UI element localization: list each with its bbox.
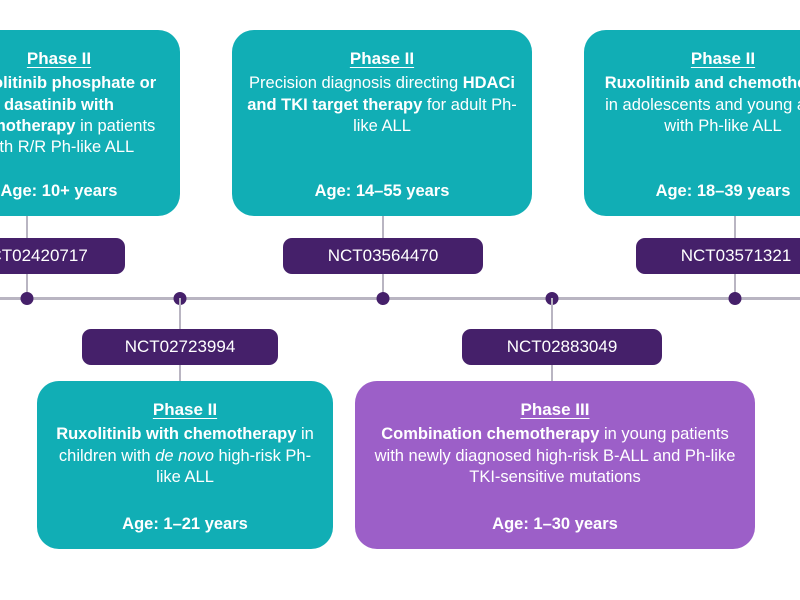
phase-label: Phase II: [152, 400, 218, 419]
trial-card-body: Phase II Ruxolitinib phosphate or dasati…: [0, 48, 166, 159]
age-label: Age: 14–55 years: [314, 181, 450, 200]
trial-card-body: Phase II Ruxolitinib and chemotherapy in…: [598, 48, 800, 137]
age-label: Age: 18–39 years: [655, 181, 791, 200]
trial-card-nct03571321[interactable]: Phase II Ruxolitinib and chemotherapy in…: [584, 30, 800, 216]
trial-card-body: Phase III Combination chemotherapy in yo…: [369, 399, 741, 488]
trial-card-nct02723994[interactable]: Phase II Ruxolitinib with chemotherapy i…: [37, 381, 333, 549]
trial-description: Ruxolitinib phosphate or dasatinib with …: [0, 74, 157, 157]
trial-card-body: Phase II Precision diagnosis directing H…: [246, 48, 518, 137]
trial-description: Combination chemotherapy in young patien…: [374, 425, 736, 486]
age-label: Age: 10+ years: [0, 181, 118, 200]
phase-label: Phase II: [26, 49, 92, 68]
phase-label: Phase II: [690, 49, 756, 68]
trial-description: Ruxolitinib and chemotherapy in adolesce…: [604, 74, 800, 135]
nct-badge-nct03571321[interactable]: NCT03571321: [636, 238, 800, 274]
timeline-axis: [0, 297, 800, 300]
timeline-node[interactable]: [728, 292, 742, 305]
trial-card-nct02420717[interactable]: Phase II Ruxolitinib phosphate or dasati…: [0, 30, 180, 216]
phase-label: Phase III: [520, 400, 590, 419]
phase-label: Phase II: [349, 49, 415, 68]
trial-description: Ruxolitinib with chemotherapy in childre…: [56, 425, 314, 486]
timeline-node[interactable]: [20, 292, 34, 305]
age-label: Age: 1–30 years: [492, 514, 618, 533]
nct-badge-nct02723994[interactable]: NCT02723994: [82, 329, 278, 365]
nct-badge-nct02420717[interactable]: NCT02420717: [0, 238, 125, 274]
trial-card-nct03564470[interactable]: Phase II Precision diagnosis directing H…: [232, 30, 532, 216]
age-label: Age: 1–21 years: [122, 514, 248, 533]
trial-card-nct02883049[interactable]: Phase III Combination chemotherapy in yo…: [355, 381, 755, 549]
trial-description: Precision diagnosis directing HDACi and …: [247, 74, 517, 135]
trial-card-body: Phase II Ruxolitinib with chemotherapy i…: [51, 399, 319, 488]
timeline-node[interactable]: [376, 292, 390, 305]
nct-badge-nct03564470[interactable]: NCT03564470: [283, 238, 483, 274]
nct-badge-nct02883049[interactable]: NCT02883049: [462, 329, 662, 365]
